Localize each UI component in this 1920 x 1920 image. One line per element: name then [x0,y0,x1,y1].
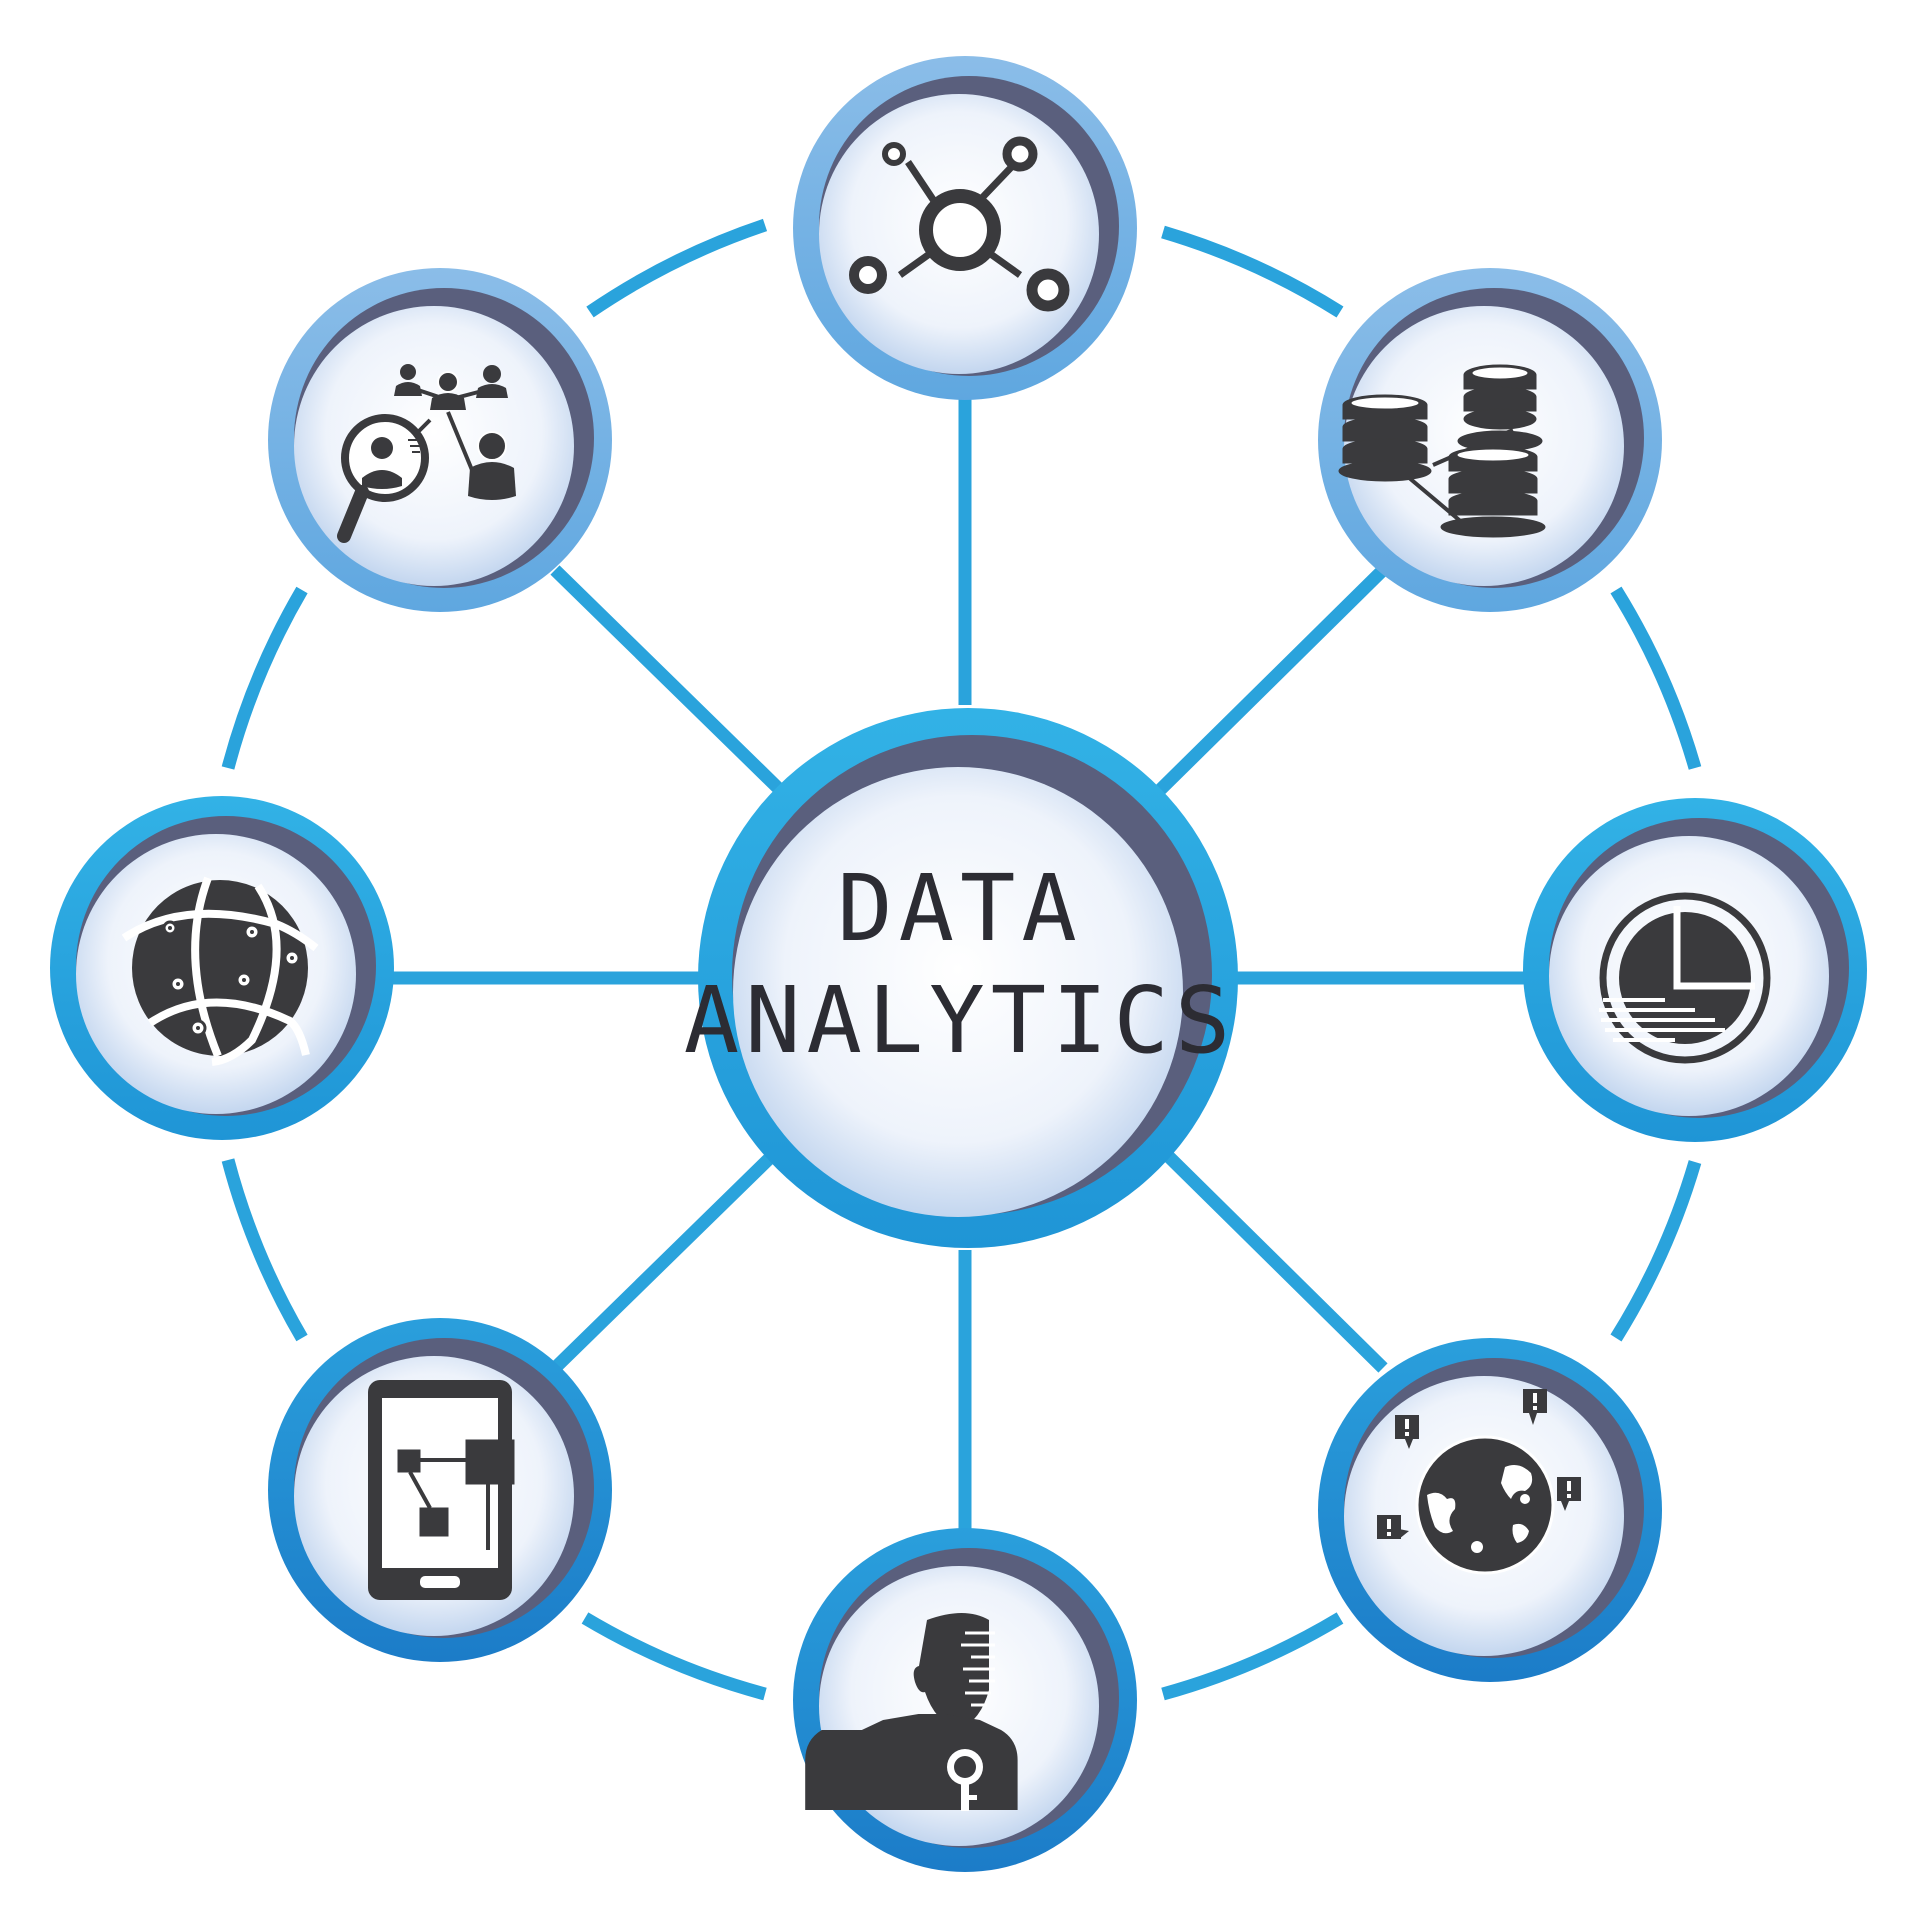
outer-ring-arc [1161,1612,1344,1701]
outer-ring-arc [1610,586,1702,770]
center-title-line2: ANALYTICS [684,967,1237,1074]
pie-chart-report-icon [1599,892,1771,1064]
center-title-line1: DATA [837,855,1083,962]
network-nodes-icon [849,136,1070,312]
spoke-top-left [550,565,785,795]
connected-globe-icon [121,876,319,1066]
global-notifications-icon [1377,1389,1581,1575]
spoke-top-right [1155,565,1388,795]
outer-ring-arc [586,218,768,318]
user-identity-key-icon [805,1613,1018,1811]
center-node: DATA ANALYTICS [684,708,1238,1248]
mobile-flowchart-icon [368,1380,515,1600]
outer-ring-arc [221,1158,308,1342]
outer-ring-arc [1161,225,1344,318]
spoke-bottom-right [1155,1143,1388,1373]
spoke-bottom-left [550,1143,785,1373]
outer-ring-arc [221,586,308,770]
outer-ring-arc [581,1612,767,1701]
outer-ring-arc [1610,1160,1702,1342]
icons-layer [121,136,1771,1811]
database-stacks-icon [1338,364,1546,538]
outer-ring [221,218,1702,1701]
node-face [294,306,574,586]
spokes [385,395,1535,1535]
node-top-left [268,268,612,612]
people-search-network-icon [337,364,516,543]
